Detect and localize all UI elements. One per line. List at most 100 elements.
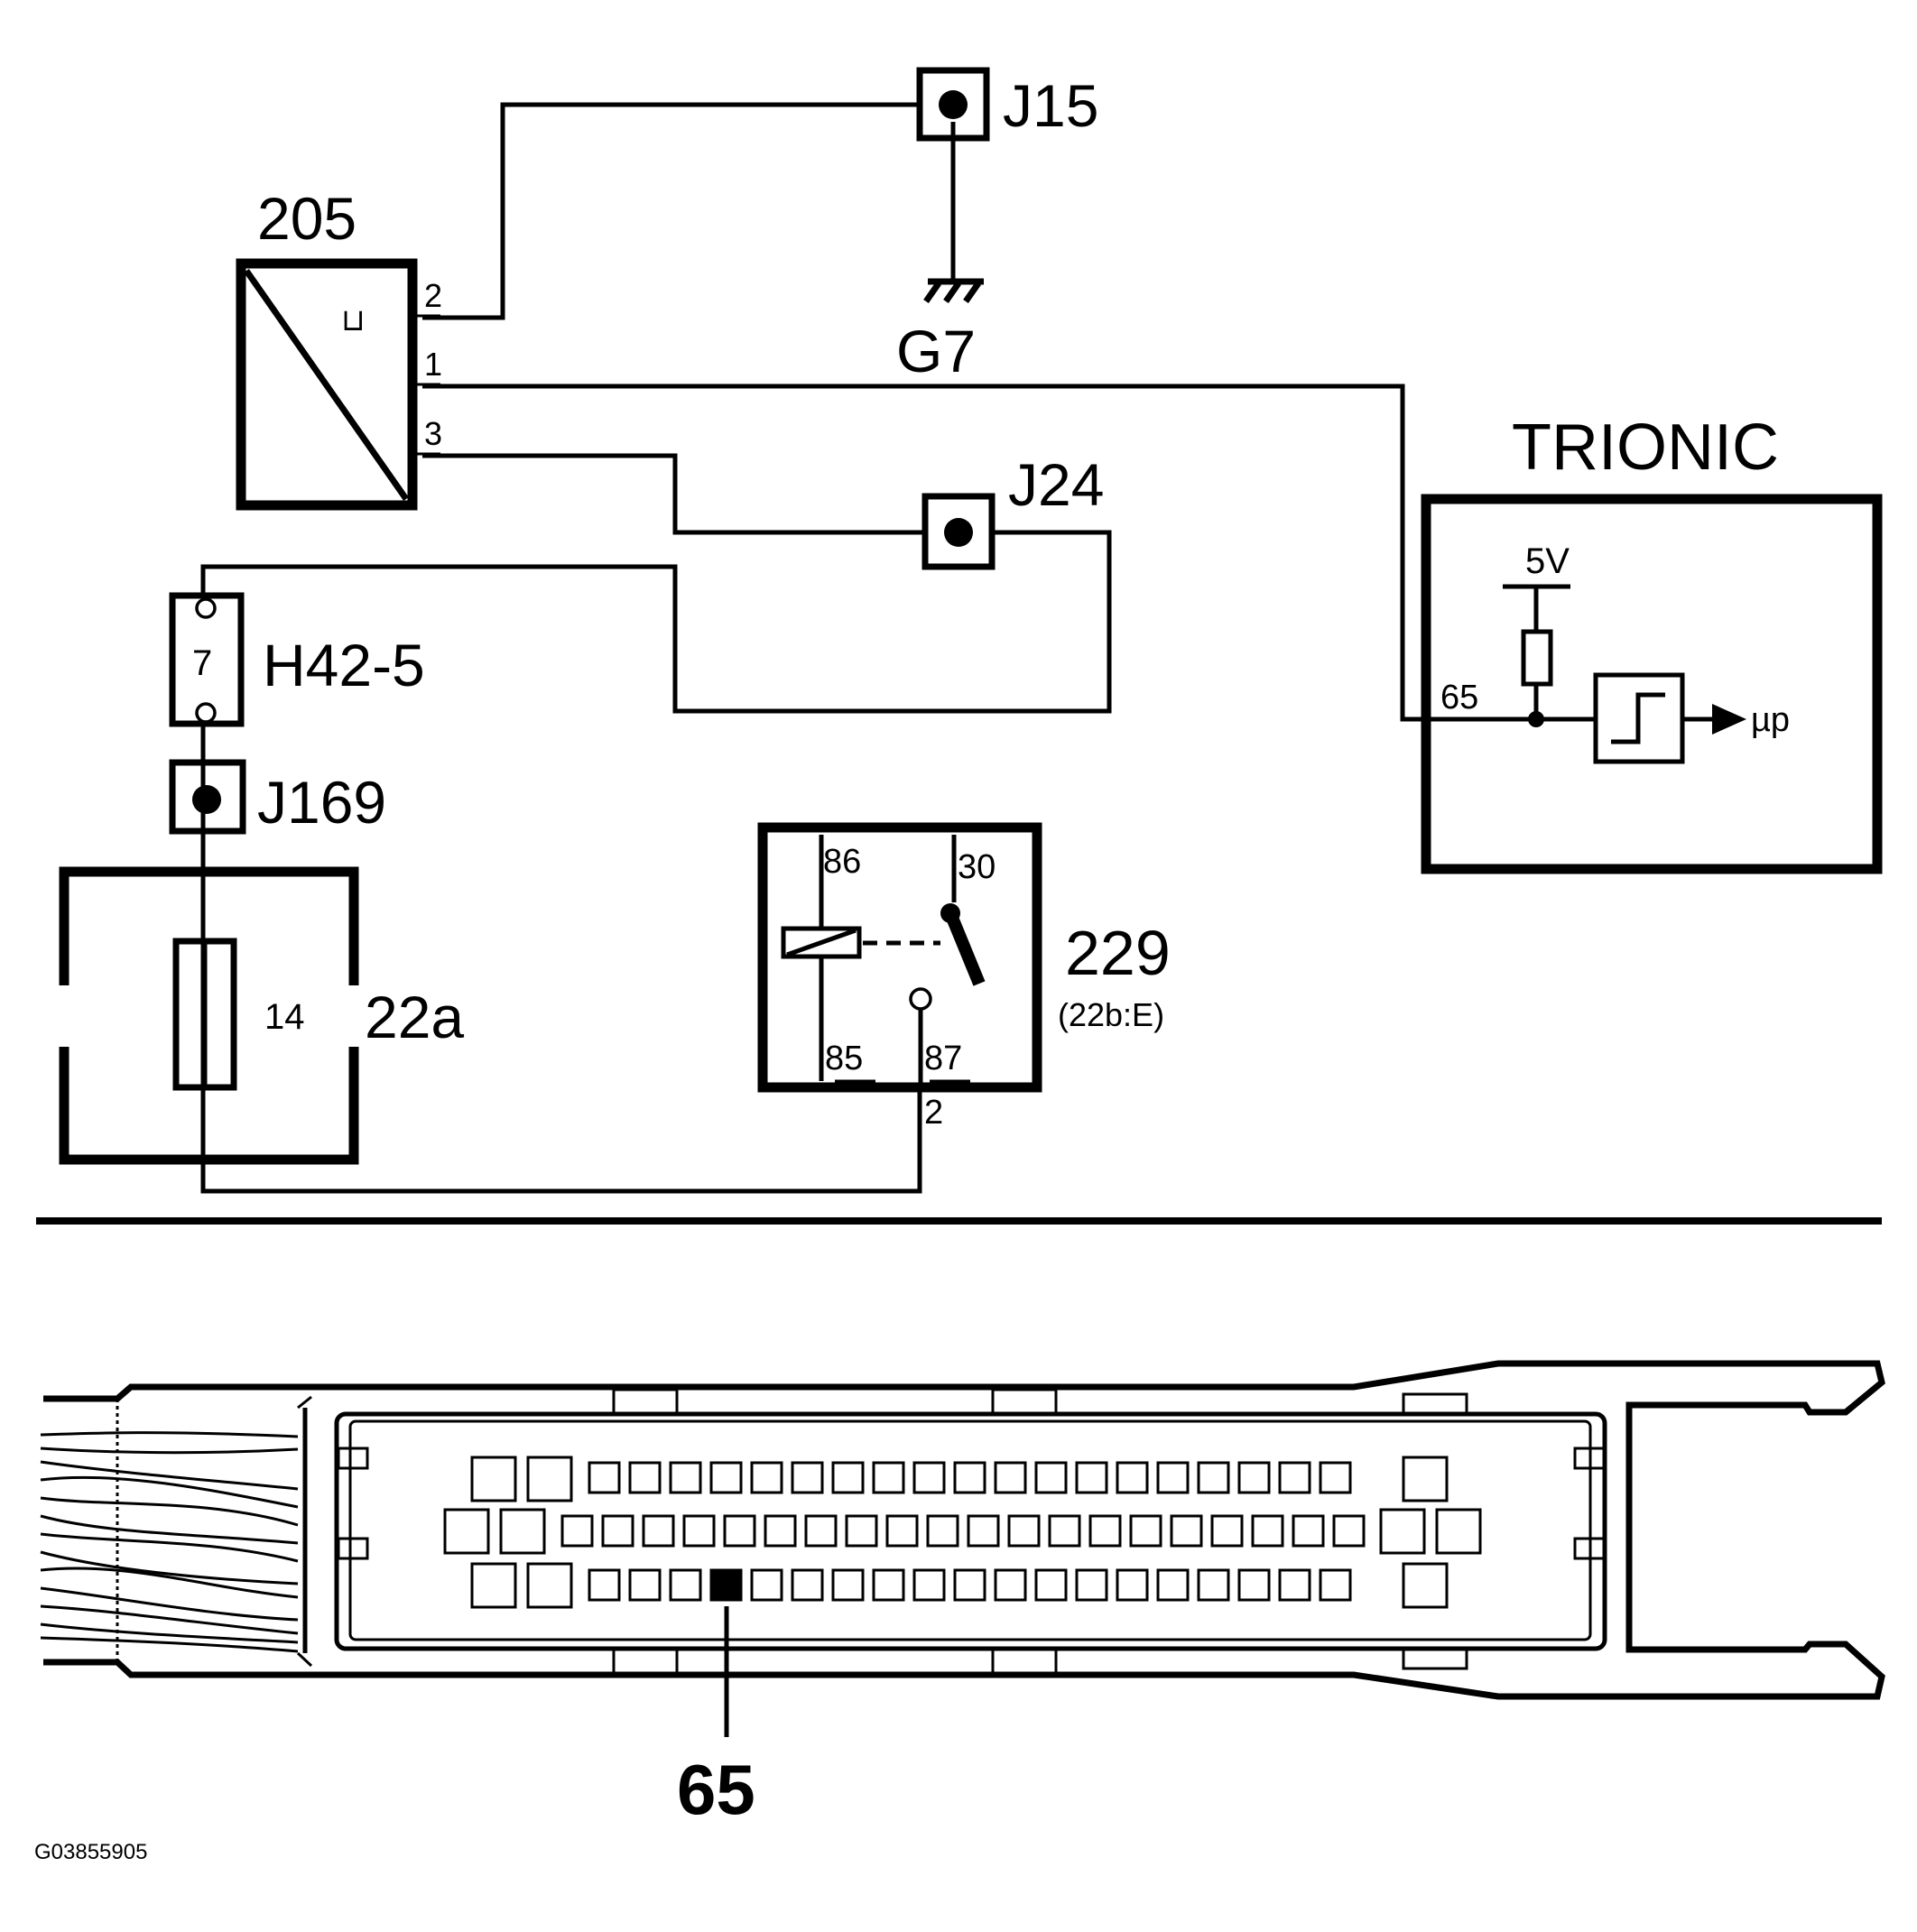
connector-pin-cavity [601, 1514, 634, 1548]
connector-pin-cavity [953, 1568, 986, 1602]
connector-h42-5: 7 H42-5 [169, 592, 425, 727]
connector-pin-cavity [845, 1514, 878, 1548]
connector-pin-cavity [912, 1568, 946, 1602]
connector-large-cavity [1402, 1456, 1449, 1502]
connector-tab [612, 1388, 679, 1416]
bundle-wire [40, 1586, 299, 1622]
connector-pin-cavity [967, 1514, 1000, 1548]
wire-205-pin3-to-j24 [422, 453, 925, 535]
connector-tab [991, 1388, 1058, 1416]
connector-pin-cavity [1116, 1568, 1149, 1602]
connector-pin-cavity [926, 1514, 959, 1548]
connector-large-cavity [443, 1508, 490, 1555]
sensor-205-diagonal [244, 268, 409, 502]
connector-pin-cavities [443, 1456, 1482, 1609]
connector-side-notch [337, 1537, 369, 1560]
ground-g7: G7 [896, 278, 984, 384]
connector-pin-cavity [669, 1461, 702, 1494]
sensor-205-pin2-label: 2 [424, 277, 442, 314]
connector-pin-cavity [723, 1514, 756, 1548]
splice-j15-label: J15 [1003, 72, 1098, 139]
relay-output-pin: 2 [924, 1094, 943, 1132]
bundle-wire [40, 1532, 299, 1563]
bundle-wire [40, 1604, 299, 1635]
connector-pin-cavity [628, 1461, 662, 1494]
connector-pin-cavity [1278, 1461, 1311, 1494]
relay-switch-arm [944, 911, 986, 986]
connector-keying-tabs [337, 1388, 1606, 1675]
connector-pin-cavity [750, 1568, 783, 1602]
ground-g7-label: G7 [896, 318, 976, 384]
sensor-205: 205 ⊔ 2 1 3 [236, 185, 442, 511]
trionic-trigger-symbol [1611, 692, 1665, 744]
connector-pin-cavity [912, 1461, 946, 1494]
relay-coil [781, 926, 862, 959]
connector-pin-cavity [1210, 1514, 1244, 1548]
sensor-205-pin3-label: 3 [424, 415, 442, 452]
connector-pin-cavity [750, 1461, 783, 1494]
splice-j24-box [921, 493, 996, 570]
ground-hatch-3 [963, 281, 981, 304]
connector-pin-cavity [791, 1461, 824, 1494]
connector-flange-top [297, 1395, 312, 1410]
wire-j24-to-h42 [200, 530, 1112, 714]
connector-h42-5-body [169, 592, 245, 727]
connector-pin-cavity [872, 1568, 905, 1602]
connector-tab [1402, 1647, 1468, 1670]
connector-pin-cavity [682, 1514, 716, 1548]
connector-wire-bundle [40, 1431, 299, 1653]
connector-pin-cavity [885, 1514, 919, 1548]
relay-229-location: (22b:E) [1058, 996, 1164, 1033]
connector-tab [612, 1647, 679, 1675]
figure-id: G03855905 [34, 1840, 147, 1864]
relay-switch-pivot [940, 903, 960, 923]
connector-h42-5-label: H42-5 [263, 632, 425, 698]
trionic-output-arrow-icon [1712, 704, 1746, 735]
ground-hatch-2 [943, 281, 961, 304]
sensor-205-pin1-label: 1 [424, 346, 442, 383]
connector-side-notch [1573, 1447, 1606, 1470]
connector-pin-cavity [1048, 1514, 1081, 1548]
trionic-pin-label: 65 [1440, 679, 1478, 716]
connector-face [334, 1411, 1607, 1651]
connector-pin-cavity [1251, 1514, 1284, 1548]
connector-tab [991, 1647, 1058, 1675]
connector-pin-cavity [831, 1461, 865, 1494]
connector-tab [1402, 1392, 1468, 1416]
bundle-wire [40, 1475, 299, 1509]
connector-pin-cavity [709, 1461, 743, 1494]
trionic-label: TRIONIC [1512, 411, 1779, 484]
bundle-wire [40, 1514, 299, 1545]
trionic-output-label: µp [1751, 701, 1790, 739]
splice-j169: J169 [169, 759, 386, 836]
connector-pin-cavity [1075, 1568, 1108, 1602]
connector-large-cavity [526, 1562, 573, 1609]
connector-pin-cavity [791, 1568, 824, 1602]
connector-pin-cavity [1088, 1514, 1122, 1548]
fusebox-22a: 14 22a [59, 866, 464, 1165]
splice-j24: J24 [921, 451, 1104, 570]
trionic-junction-dot [1528, 711, 1544, 727]
trionic-body [1421, 494, 1883, 874]
connector-pin-cavity [994, 1568, 1027, 1602]
connector-pin-cavity [669, 1568, 702, 1602]
connector-pin-cavity [1116, 1461, 1149, 1494]
connector-large-cavity [1402, 1562, 1449, 1609]
bundle-wire [40, 1431, 299, 1438]
relay-229-body [757, 822, 1042, 1093]
wire-205-pin2-to-j15 [422, 102, 920, 320]
connector-pin-cavity [804, 1514, 838, 1548]
connector-pin-cavity [994, 1461, 1027, 1494]
connector-pin-cavity [1278, 1568, 1311, 1602]
connector-pin-cavity [1170, 1514, 1203, 1548]
connector-view: 65 [40, 1360, 1885, 1829]
sensor-205-body [236, 258, 418, 511]
splice-j24-dot [944, 518, 973, 547]
connector-h42-5-pin-top [195, 597, 217, 619]
relay-pin-87: 87 [924, 1040, 962, 1077]
connector-h42-5-pin-label: 7 [192, 643, 212, 683]
connector-pin-cavity [1292, 1514, 1325, 1548]
connector-large-cavity [499, 1508, 546, 1555]
bundle-wire [40, 1636, 299, 1653]
